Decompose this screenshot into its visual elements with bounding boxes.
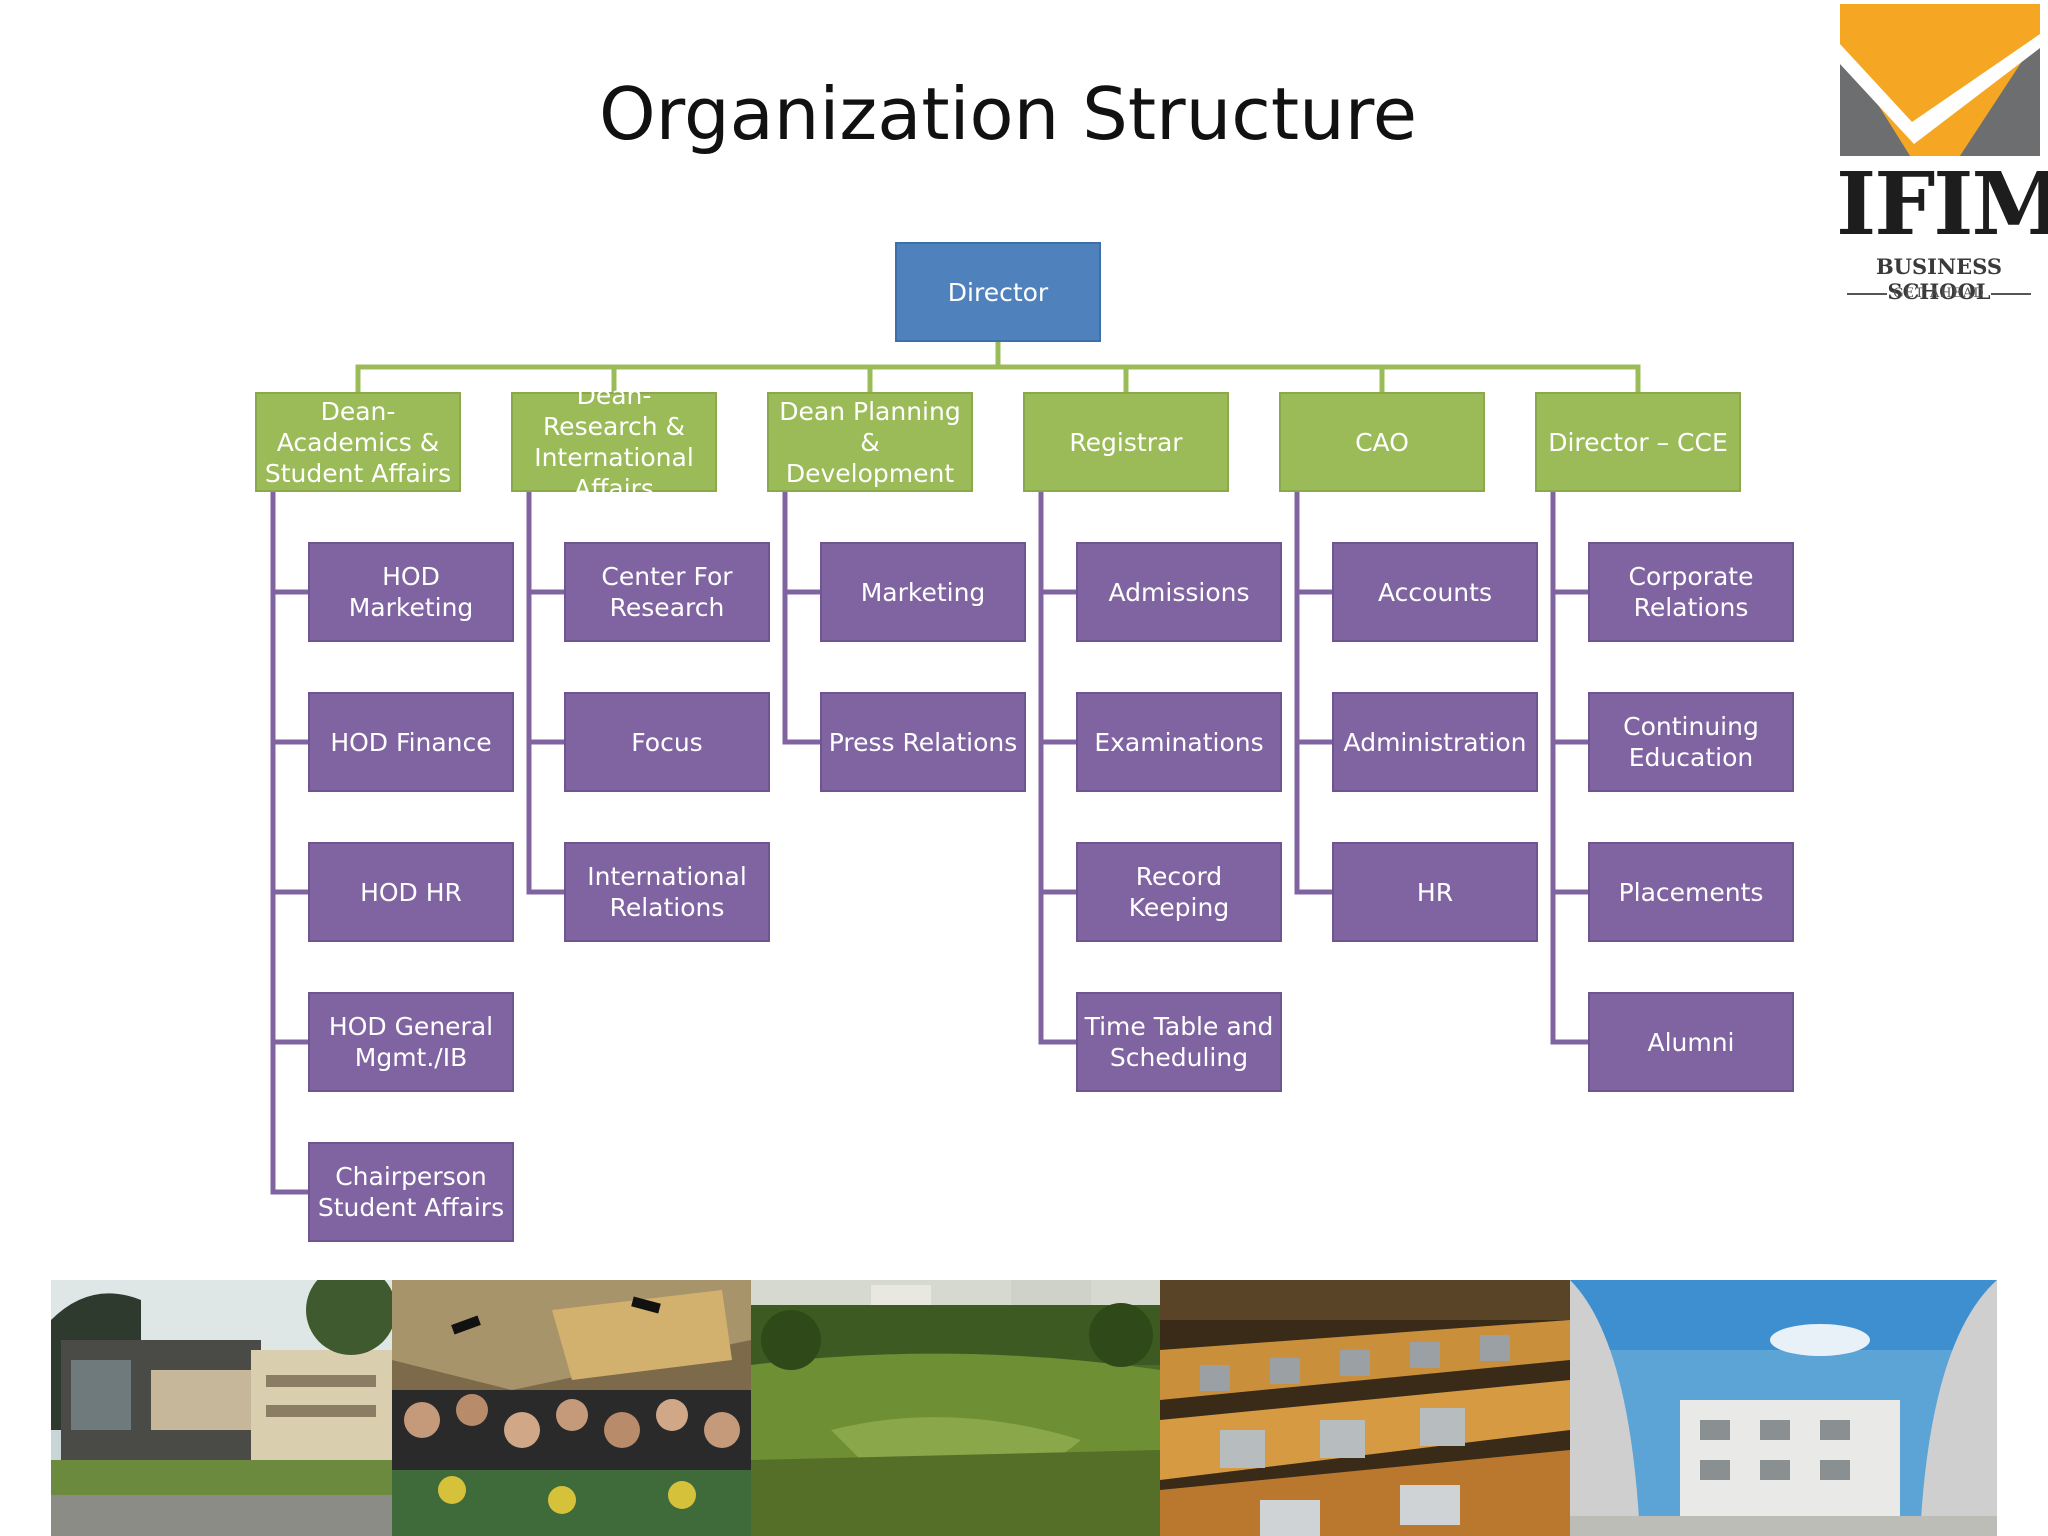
org-connectors <box>270 339 1641 1195</box>
org-node-child-3-1: Examinations <box>1076 692 1282 792</box>
photo-green-lawn <box>751 1280 1160 1536</box>
org-node-child-2-0: Marketing <box>820 542 1026 642</box>
org-node-child-0-3: HOD General Mgmt./IB <box>308 992 514 1092</box>
org-node-root: Director <box>895 242 1101 342</box>
org-node-child-4-2: HR <box>1332 842 1538 942</box>
org-node-child-4-1: Administration <box>1332 692 1538 792</box>
photo-campus-courtyard <box>1570 1280 1997 1536</box>
campus-photo-strip <box>51 1280 1997 1536</box>
ifim-logo: IFIM BUSINESS SCHOOL GET AHEAD <box>1836 4 2048 304</box>
org-node-child-4-0: Accounts <box>1332 542 1538 642</box>
checkmark-logo-icon <box>1840 4 2040 156</box>
org-node-child-3-2: Record Keeping <box>1076 842 1282 942</box>
org-node-dept-4: CAO <box>1279 392 1485 492</box>
org-node-child-5-3: Alumni <box>1588 992 1794 1092</box>
org-node-dept-5: Director – CCE <box>1535 392 1741 492</box>
logo-wordmark: IFIM <box>1836 154 2048 255</box>
org-node-child-1-1: Focus <box>564 692 770 792</box>
page-title: Organization Structure <box>598 72 1418 156</box>
org-node-child-5-1: Continuing Education <box>1588 692 1794 792</box>
logo-tagline: GET AHEAD <box>1836 286 2042 301</box>
org-node-child-5-0: Corporate Relations <box>1588 542 1794 642</box>
org-node-child-1-0: Center For Research <box>564 542 770 642</box>
org-node-child-1-2: International Relations <box>564 842 770 942</box>
photo-campus-building <box>51 1280 392 1536</box>
org-node-dept-2: Dean Planning & Development <box>767 392 973 492</box>
photo-computer-lab <box>1160 1280 1570 1536</box>
photo-graduation-crowd <box>392 1280 751 1536</box>
org-node-child-0-2: HOD HR <box>308 842 514 942</box>
org-node-dept-3: Registrar <box>1023 392 1229 492</box>
org-node-child-0-4: Chairperson Student Affairs <box>308 1142 514 1242</box>
org-node-dept-1: Dean- Research & International Affairs <box>511 381 717 503</box>
org-node-child-2-1: Press Relations <box>820 692 1026 792</box>
org-node-child-0-0: HOD Marketing <box>308 542 514 642</box>
org-node-child-3-3: Time Table and Scheduling <box>1076 992 1282 1092</box>
org-node-child-0-1: HOD Finance <box>308 692 514 792</box>
org-node-dept-0: Dean-Academics & Student Affairs <box>255 392 461 492</box>
org-node-child-3-0: Admissions <box>1076 542 1282 642</box>
org-node-child-5-2: Placements <box>1588 842 1794 942</box>
